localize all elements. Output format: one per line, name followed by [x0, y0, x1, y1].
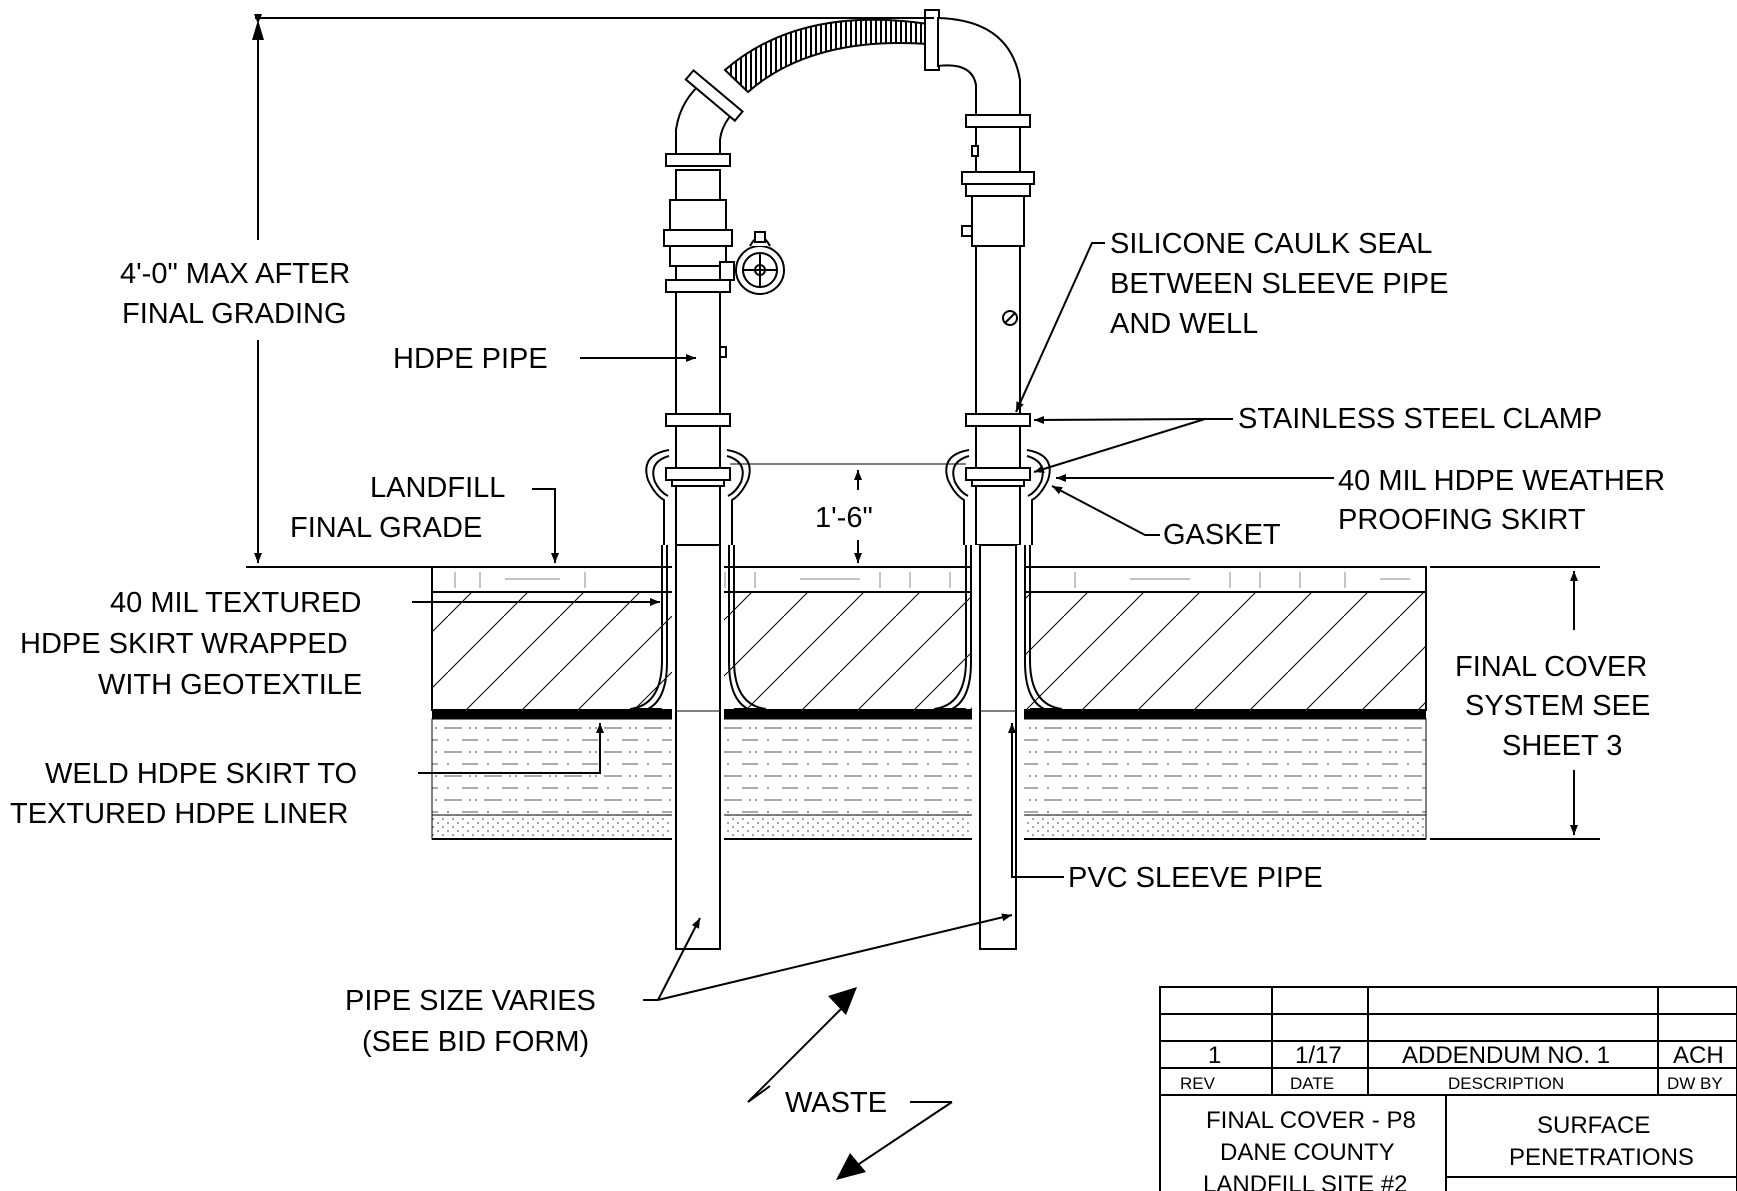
left-well-assembly — [629, 68, 785, 950]
textured-label-line2: HDPE SKIRT WRAPPED — [20, 628, 348, 660]
valve-handwheel — [719, 231, 785, 295]
tb-rev-value: 1 — [1208, 1042, 1221, 1069]
tb-project-line2: DANE COUNTY — [1220, 1139, 1395, 1166]
clay-layer — [431, 718, 1427, 816]
weld-label-line1: WELD HDPE SKIRT TO — [45, 758, 357, 790]
cover-soil-layer — [431, 591, 1427, 711]
tb-date-value: 1/17 — [1295, 1042, 1342, 1069]
tb-sheet-title-line1: SURFACE — [1537, 1112, 1650, 1139]
textured-label-line1: 40 MIL TEXTURED — [110, 587, 361, 619]
left-weather-skirt — [645, 449, 751, 545]
left-clamp-upper — [665, 279, 731, 293]
weld-leader — [418, 723, 604, 774]
tb-drawn-by-value: ACH — [1673, 1042, 1724, 1069]
silicone-label-line2: BETWEEN SLEEVE PIPE — [1110, 268, 1448, 300]
dim-18-label: 1'-6" — [815, 502, 873, 534]
pipe-size-leader-2 — [657, 913, 1013, 1001]
cover-label-line3: SHEET 3 — [1502, 730, 1622, 762]
left-sleeve-pipe — [675, 544, 721, 950]
right-clamp-upper — [965, 413, 1031, 427]
tb-sheet-title-line2: PENETRATIONS — [1509, 1144, 1694, 1171]
pipe-size-leader-1 — [657, 917, 701, 1001]
left-coupling — [669, 199, 727, 231]
cover-system-layers — [431, 566, 1427, 840]
right-sleeve-pipe — [979, 544, 1017, 950]
right-well-assembly — [933, 16, 1063, 950]
silicone-label-line3: AND WELL — [1110, 308, 1258, 340]
right-well-pipe — [975, 126, 1021, 173]
right-weather-skirt — [945, 449, 1051, 545]
waste-direction — [747, 987, 953, 1180]
landfill-label-line2: FINAL GRADE — [290, 512, 482, 544]
clamp-leader-2 — [1033, 418, 1206, 473]
cover-label-line2: SYSTEM SEE — [1465, 690, 1650, 722]
height-dimension — [246, 14, 934, 568]
topsoil-layer — [431, 566, 1427, 593]
left-clamp-boot — [665, 467, 731, 481]
gasket-label: GASKET — [1163, 519, 1281, 551]
weather-label-line1: 40 MIL HDPE WEATHER — [1338, 465, 1665, 497]
textured-label-line3: WITH GEOTEXTILE — [98, 669, 362, 701]
landfill-leader — [532, 488, 559, 563]
right-coupling — [961, 171, 1035, 185]
pvc-sleeve-leader — [1008, 723, 1064, 878]
waste-arrow-up-icon — [828, 987, 857, 1015]
waste-label: WASTE — [785, 1087, 887, 1119]
tb-drawn-by-header: DW BY — [1667, 1074, 1723, 1093]
pvc-sleeve-label: PVC SLEEVE PIPE — [1068, 862, 1323, 894]
right-elbow — [937, 16, 1021, 116]
pipe-size-label-line1: PIPE SIZE VARIES — [345, 985, 596, 1017]
clamp-label: STAINLESS STEEL CLAMP — [1238, 403, 1602, 435]
height-label-line1: 4'-0" MAX AFTER — [120, 258, 350, 290]
tb-description-header: DESCRIPTION — [1448, 1074, 1564, 1093]
pipe-size-label-line2: (SEE BID FORM) — [362, 1026, 589, 1058]
cover-label-line1: FINAL COVER — [1455, 651, 1647, 683]
left-clamp-lower — [665, 413, 731, 427]
tb-project-line3: LANDFILL SITE #2 — [1203, 1171, 1408, 1191]
left-flange-top — [665, 153, 731, 167]
height-label-line2: FINAL GRADING — [122, 298, 347, 330]
cover-dimension — [1430, 566, 1600, 840]
landfill-label-line1: LANDFILL — [370, 472, 505, 504]
right-clamp-boot — [965, 467, 1031, 481]
weather-label-line2: PROOFING SKIRT — [1338, 504, 1586, 536]
waste-arrow-down-icon — [836, 1153, 866, 1180]
topsoil-marks — [454, 572, 1410, 588]
tb-rev-header: REV — [1180, 1074, 1216, 1093]
boot-height-dimension — [730, 463, 966, 563]
weld-label-line2: TEXTURED HDPE LINER — [10, 798, 348, 830]
silicone-leader — [1015, 242, 1105, 413]
tb-project-line1: FINAL COVER - P8 — [1206, 1107, 1416, 1134]
tb-date-header: DATE — [1290, 1074, 1334, 1093]
tb-description-value: ADDENDUM NO. 1 — [1402, 1042, 1610, 1069]
hdpe-pipe-label: HDPE PIPE — [393, 343, 548, 375]
silicone-label-line1: SILICONE CAULK SEAL — [1110, 228, 1432, 260]
flex-hose — [723, 9, 940, 94]
title-block: 1 1/17 ADDENDUM NO. 1 ACH REV DATE DESCR… — [1159, 986, 1737, 1191]
hdpe-liner — [432, 709, 1426, 719]
gasket-leader — [1051, 485, 1160, 536]
sand-layer — [431, 814, 1427, 840]
